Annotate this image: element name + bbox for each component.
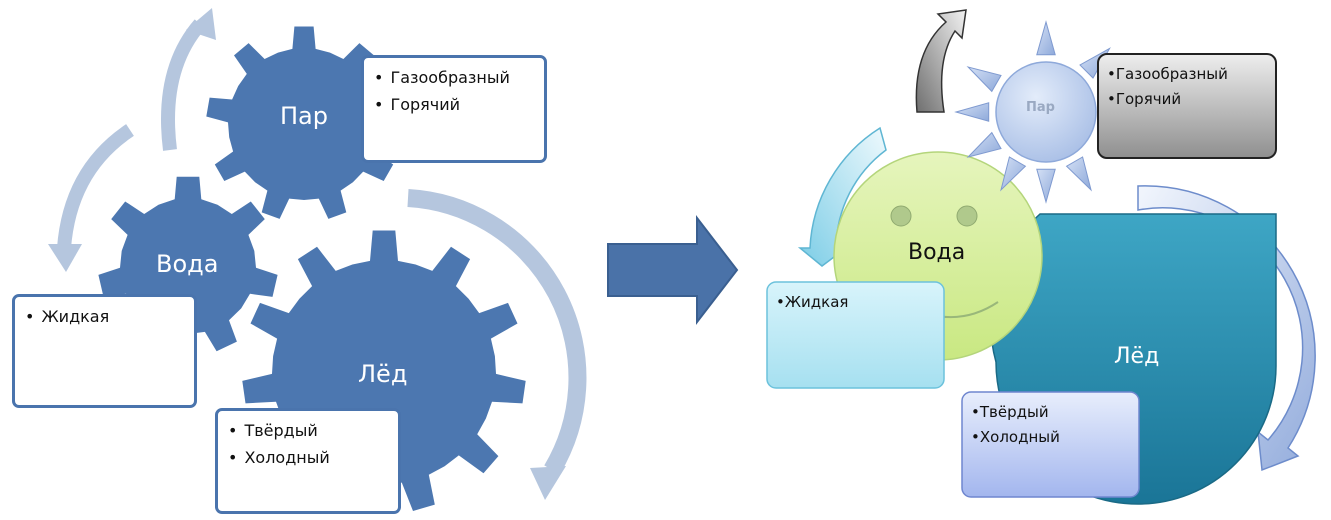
smiley-eye-right [956,205,978,227]
left-arrow-steam-to-water [48,124,134,272]
sun-ray [1036,20,1056,56]
right-water-title: Вода [908,240,966,265]
transition-arrow [607,215,739,325]
left-ice-item: Холодный [228,444,388,471]
left-steam-title: Пар [280,102,328,130]
right-box-ice: Твёрдый Холодный [962,392,1139,497]
right-water-item: Жидкая [776,290,935,315]
right-ice-item: Твёрдый [971,400,1130,425]
left-arrow-water-to-steam [161,8,216,151]
left-water-item: Жидкая [25,303,184,330]
right-ice-title: Лёд [1114,344,1160,369]
sun-ray [954,102,990,122]
left-ice-item: Твёрдый [228,417,388,444]
sun-rays [954,20,1111,204]
left-ice-title: Лёд [358,360,408,388]
right-arrow-steam-to-water [797,126,887,267]
right-steam-item: Горячий [1107,87,1267,112]
sun-core [995,61,1097,163]
right-steam-item: Газообразный [1107,62,1267,87]
right-box-steam: Газообразный Горячий [1098,54,1276,158]
left-box-steam: Газообразный Горячий [361,55,547,163]
sun-ray [1065,156,1092,192]
sun-ray [966,66,1002,93]
left-steam-item: Горячий [374,91,534,118]
gear-steam [206,26,402,219]
sun-ray [1036,168,1056,204]
smiley-eye-left [890,205,912,227]
left-water-title: Вода [156,250,219,278]
left-box-ice: Твёрдый Холодный [215,408,401,514]
left-box-water: Жидкая [12,294,197,408]
sun-ray [1000,156,1027,192]
right-ice-item: Холодный [971,425,1130,450]
left-steam-item: Газообразный [374,64,534,91]
left-arrow-ice-cycle [407,189,587,500]
sun-ray [966,131,1002,158]
right-arrow-up-gray [915,9,967,113]
right-steam-title: Пар [1026,100,1055,115]
left-cycle-arrows [48,8,587,500]
right-box-water: Жидкая [767,282,944,388]
